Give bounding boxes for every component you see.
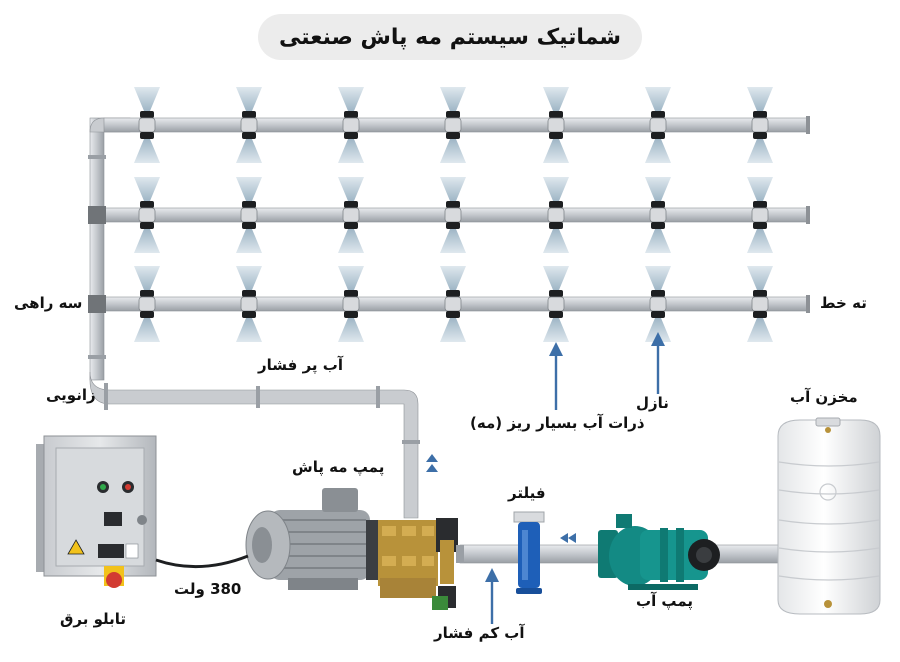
nozzle <box>134 266 160 342</box>
end-cap-2 <box>806 206 810 224</box>
pointer-arrows <box>485 332 665 624</box>
nozzle <box>543 177 569 253</box>
nozzle-grid <box>134 87 773 342</box>
nozzle <box>338 177 364 253</box>
mist-pump <box>245 488 458 610</box>
label-three-way: سه راهی <box>14 294 83 312</box>
diagram-title: شماتیک سیستم مه پاش صنعتی <box>258 14 642 60</box>
electrical-panel <box>36 435 157 588</box>
nozzle <box>747 266 773 342</box>
nozzle <box>543 266 569 342</box>
nozzle <box>645 87 671 163</box>
label-nozzle: نازل <box>636 394 669 412</box>
nozzle <box>134 87 160 163</box>
tee-fitting-3 <box>88 295 106 313</box>
label-end-line: ته خط <box>820 294 867 312</box>
nozzle <box>236 87 262 163</box>
label-filter: فیلتر <box>508 484 546 502</box>
label-water-tank: مخزن آب <box>790 388 858 406</box>
label-mist-particles: ذرات آب بسیار ریز (مه) <box>470 414 645 432</box>
water-pump <box>598 514 720 590</box>
tee-fitting-2 <box>88 206 106 224</box>
label-high-pressure-water: آب پر فشار <box>258 356 343 374</box>
label-low-pressure-water: آب کم فشار <box>434 624 525 642</box>
label-voltage: 380 ولت <box>174 580 242 598</box>
nozzle <box>236 177 262 253</box>
end-cap-1 <box>806 116 810 134</box>
nozzle <box>440 177 466 253</box>
label-mist-pump: پمپ مه پاش <box>292 458 385 476</box>
nozzle <box>440 87 466 163</box>
nozzle <box>338 87 364 163</box>
nozzle <box>645 177 671 253</box>
water-tank <box>777 417 881 615</box>
nozzle <box>134 177 160 253</box>
label-water-pump: پمپ آب <box>636 592 694 610</box>
label-electrical-panel: تابلو برق <box>60 610 127 628</box>
vertical-manifold-pipe <box>89 117 105 381</box>
nozzle <box>747 177 773 253</box>
end-cap-3 <box>806 295 810 313</box>
filter <box>513 511 545 594</box>
high-pressure-pipe <box>89 371 419 519</box>
flow-arrows-high <box>426 454 438 472</box>
nozzle <box>236 266 262 342</box>
power-cable <box>155 554 249 569</box>
label-elbow: زانویی <box>46 386 96 404</box>
nozzle <box>747 87 773 163</box>
nozzle <box>543 87 569 163</box>
nozzle <box>338 266 364 342</box>
nozzle <box>440 266 466 342</box>
nozzle <box>645 266 671 342</box>
flow-arrows-low <box>560 533 576 543</box>
